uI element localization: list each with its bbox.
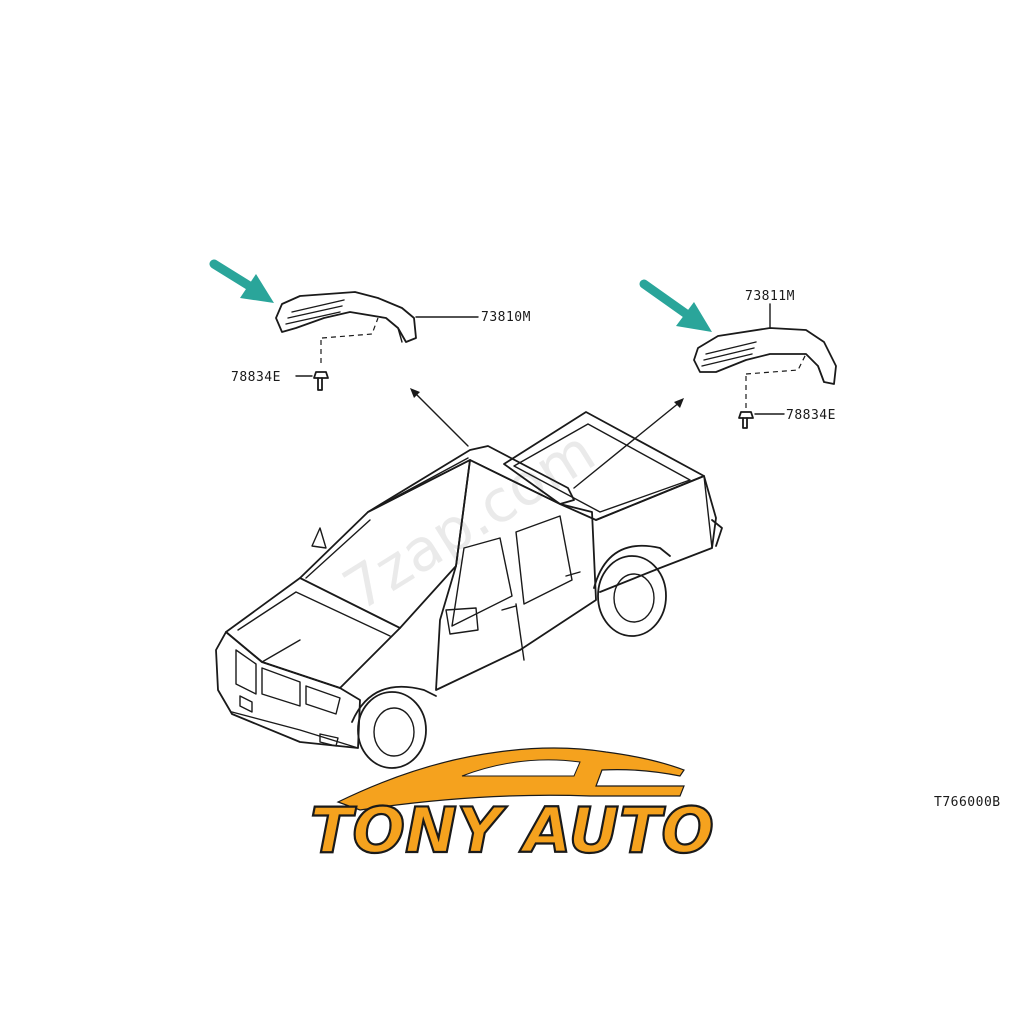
left-roof-cover [275,291,417,343]
indicator-arrow-left-icon [209,259,274,303]
part-label-73811m: 73811M [745,289,795,304]
diagram-code: T766000B [934,795,1001,810]
right-roof-cover [693,327,837,385]
part-label-78834e-left: 78834E [231,370,281,385]
watermark: 7zap.com [331,417,606,624]
logo-text: TONY AUTO [310,794,714,867]
indicator-arrow-right-icon [639,279,712,332]
part-label-78834e-right: 78834E [786,408,836,423]
part-label-73810m: 73810M [481,310,531,325]
pickup-truck-drawing [215,411,723,769]
pointer-arrow-right [573,398,684,489]
car-silhouette-icon [336,747,685,811]
right-clip-icon [738,411,754,429]
pointer-arrow-left [410,388,469,447]
tony-auto-logo: TONY AUTO [309,747,715,868]
car-window-icon [461,759,581,777]
left-clip-icon [313,371,329,391]
